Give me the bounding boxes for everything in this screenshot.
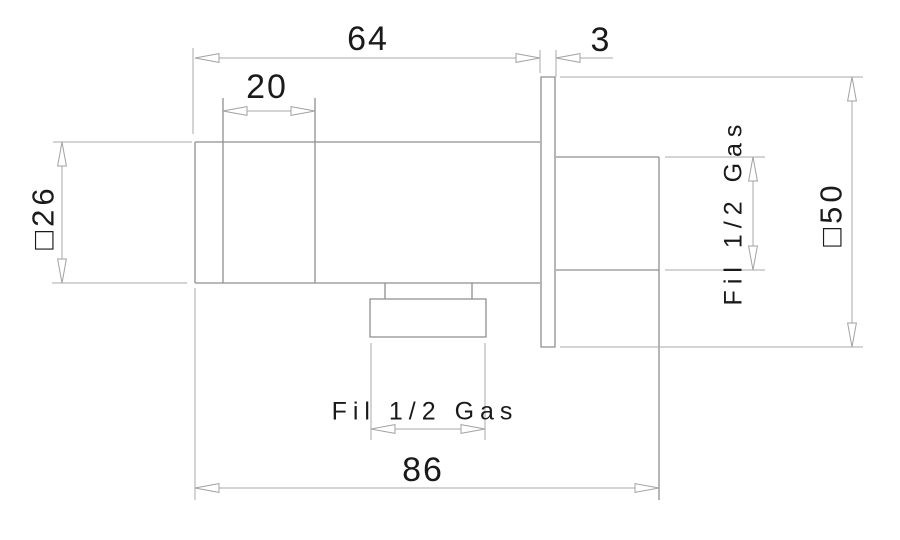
dim-64-lines [192, 48, 541, 134]
dim-26-lines [52, 141, 192, 284]
dim-64-label: 64 [347, 20, 389, 58]
dim-50-label: □50 [813, 181, 849, 247]
main-body-outline [194, 141, 540, 284]
arrow-20-left [222, 105, 248, 117]
dim-26-label: □26 [25, 184, 61, 250]
arrow-26-bottom [56, 258, 68, 284]
dimension-arrowheads [56, 52, 858, 493]
body-section-lines [222, 98, 316, 283]
arrow-20-right [290, 105, 316, 117]
dim-bottom-thread-label: Fil 1/2 Gas [331, 397, 519, 426]
arrow-86-left [194, 483, 220, 493]
dim-50-lines [560, 76, 863, 348]
arrow-64-right [515, 52, 541, 64]
arrow-rear-thread-bottom [747, 245, 759, 271]
arrow-rear-thread-top [747, 156, 759, 182]
arrow-bottom-thread-left [370, 424, 396, 434]
arrow-50-bottom [846, 322, 858, 348]
dim-86-lines [194, 288, 659, 500]
arrow-50-top [846, 76, 858, 102]
arrow-bottom-thread-right [460, 424, 486, 434]
rear-pipe-outline [556, 156, 660, 500]
bottom-neck-lines [384, 283, 473, 299]
arrow-86-right [634, 483, 660, 493]
arrow-64-left [194, 52, 220, 64]
arrow-3-right [555, 52, 581, 64]
dim-3-label: 3 [590, 21, 612, 59]
valve-geometry [194, 76, 660, 500]
dim-86-label: 86 [402, 451, 444, 489]
wall-flange-plate [540, 76, 556, 348]
dim-20-label: 20 [246, 68, 288, 106]
bottom-collar-outline [369, 298, 487, 338]
arrow-26-top [56, 141, 68, 167]
dim-rear-thread-label: Fil 1/2 Gas [719, 118, 748, 306]
